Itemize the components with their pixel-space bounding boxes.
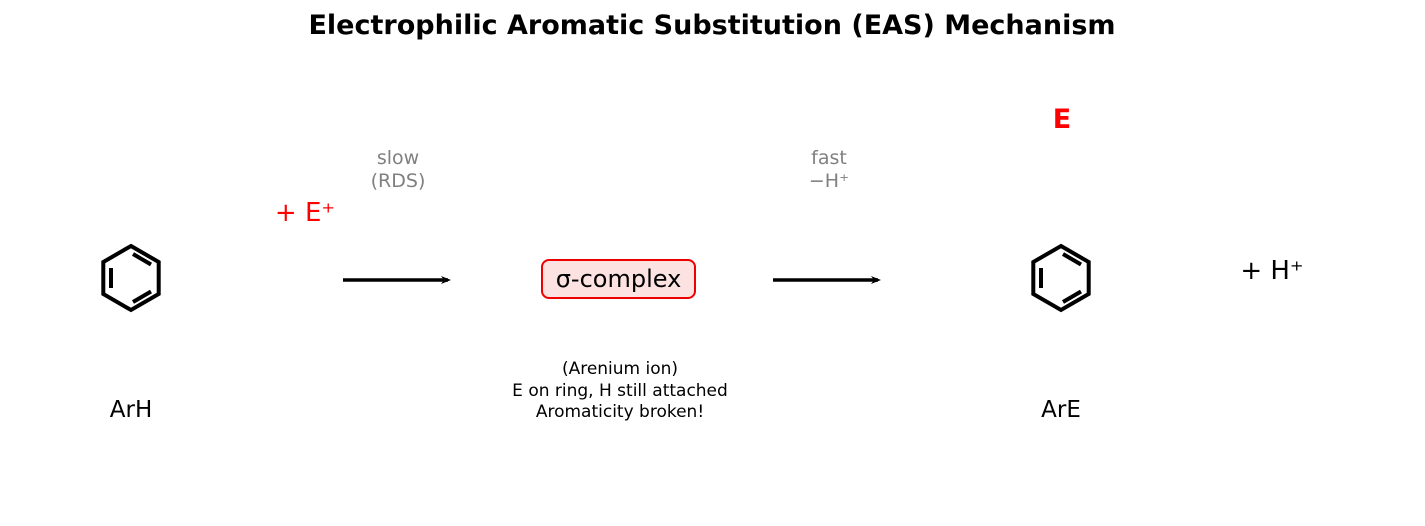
step1-rds-label: (RDS) — [370, 170, 426, 192]
sigma-complex-label: σ-complex — [555, 265, 682, 293]
note-line-1: (Arenium ion) — [561, 359, 679, 379]
product-label: ArE — [1041, 397, 1081, 423]
step2-rate-label: fast — [811, 147, 847, 169]
diagram-title: Electrophilic Aromatic Substitution (EAS… — [308, 10, 1116, 41]
product-substituent-label: E — [1052, 104, 1072, 135]
note-line-3: Aromaticity broken! — [535, 402, 705, 422]
step2-conditions: fast −H⁺ — [809, 147, 849, 193]
benzene-ring-product — [1031, 243, 1091, 313]
step1-rate-label: slow — [376, 147, 420, 169]
step2-proton-loss-label: −H⁺ — [808, 170, 850, 192]
step1-conditions: slow (RDS) — [371, 147, 426, 193]
sigma-complex-box: σ-complex — [541, 259, 696, 299]
sigma-complex-note: (Arenium ion) E on ring, H still attache… — [512, 359, 728, 424]
reactant-label: ArH — [109, 397, 153, 423]
electrophile-label: + E⁺ — [274, 198, 336, 228]
note-line-2: E on ring, H still attached — [512, 380, 728, 401]
proton-byproduct-label: + H⁺ — [1240, 256, 1304, 286]
benzene-ring-reactant — [101, 243, 161, 313]
